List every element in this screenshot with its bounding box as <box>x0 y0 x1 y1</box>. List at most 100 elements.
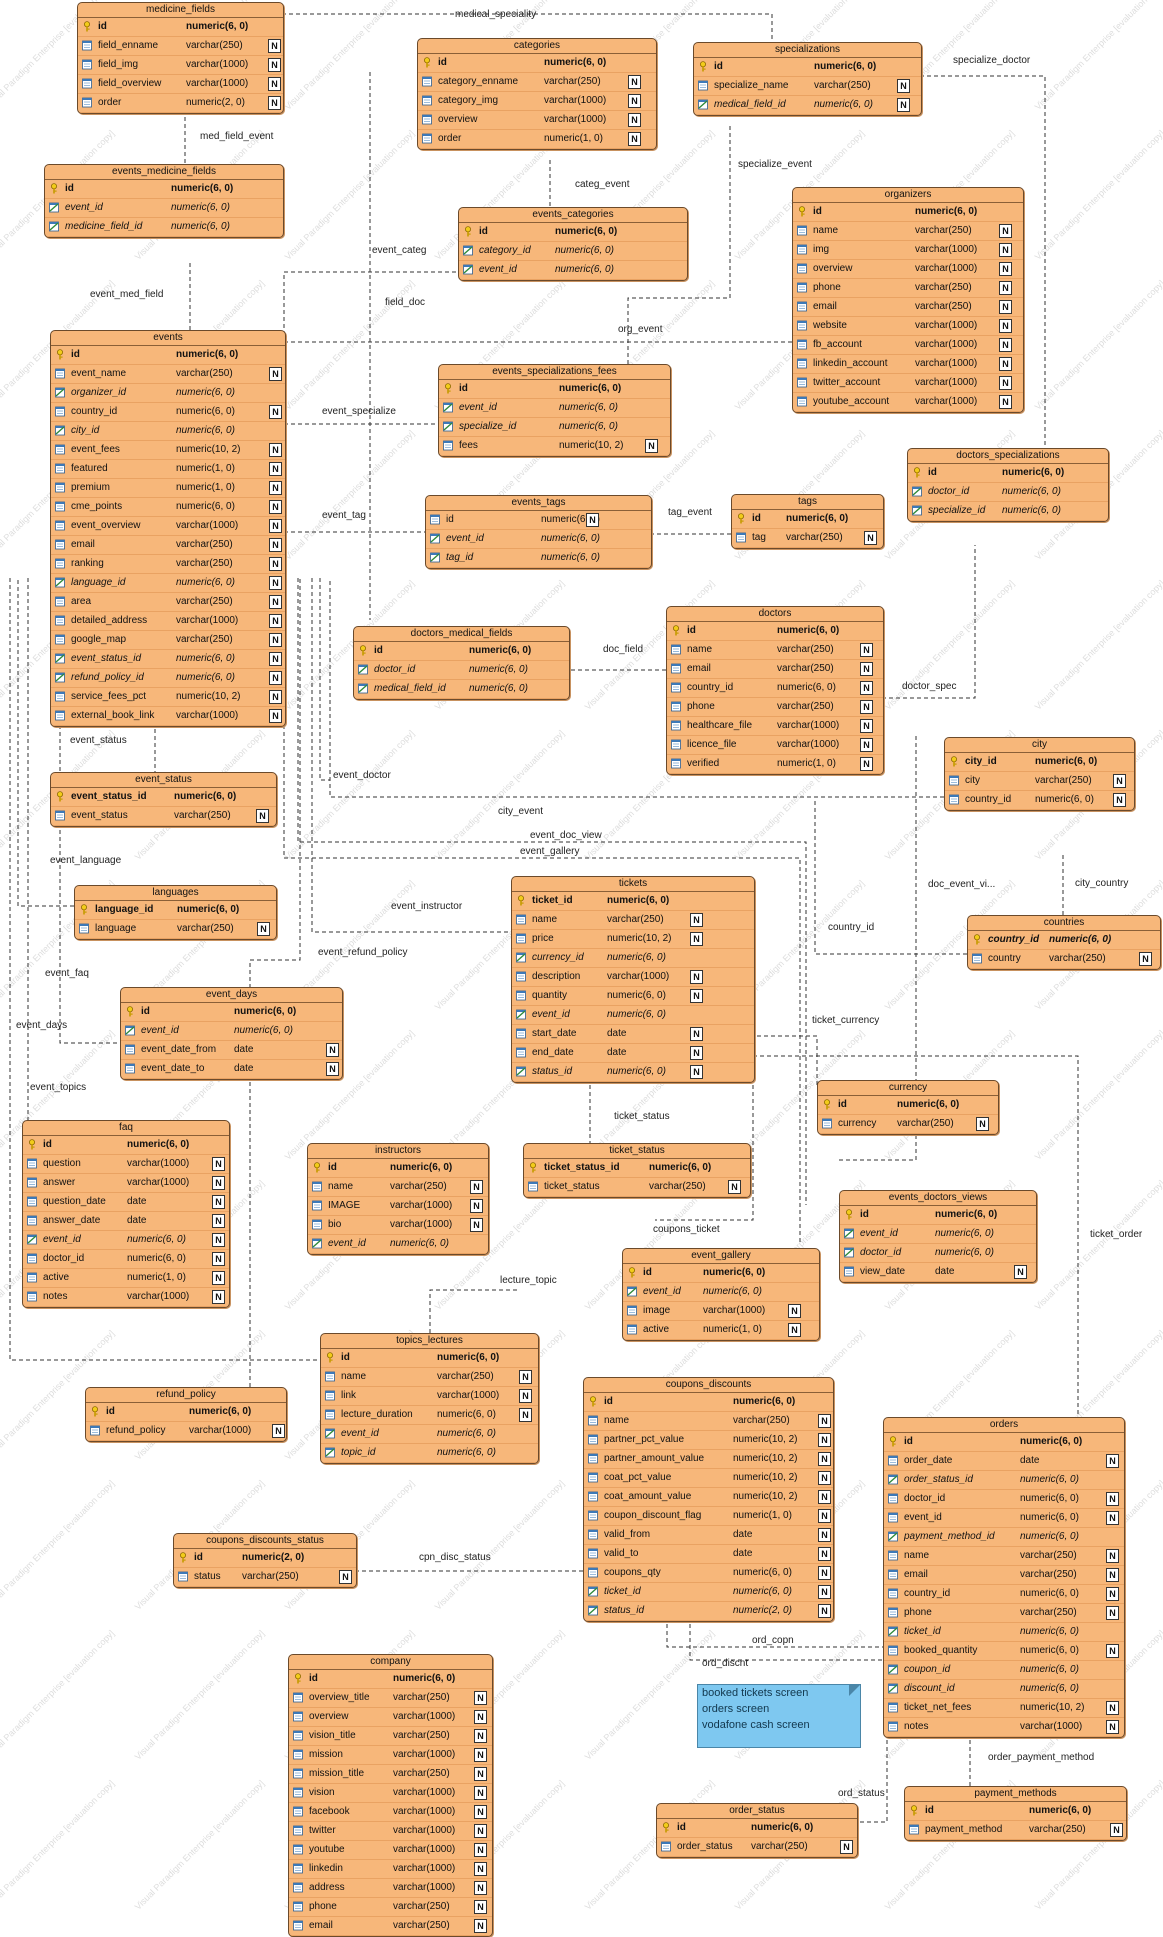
column-row[interactable]: event_idnumeric(6, 0) <box>623 1283 819 1302</box>
column-row[interactable]: idnumeric(6, 0) <box>667 622 883 641</box>
column-row[interactable]: idnumeric(6, 0) <box>732 510 883 529</box>
column-row[interactable]: youtubevarchar(1000)N <box>289 1841 492 1860</box>
column-row[interactable]: idnumeric(6, 0) <box>78 18 283 37</box>
column-row[interactable]: healthcare_filevarchar(1000)N <box>667 717 883 736</box>
column-row[interactable]: idnumeric(6, 0) <box>694 58 921 77</box>
column-row[interactable]: phonevarchar(250)N <box>667 698 883 717</box>
column-row[interactable]: ticket_status_idnumeric(6, 0) <box>524 1159 750 1178</box>
column-row[interactable]: topic_idnumeric(6, 0) <box>321 1444 538 1463</box>
entity-specializations[interactable]: specializationsidnumeric(6, 0)specialize… <box>693 42 922 116</box>
column-row[interactable]: premiumnumeric(1, 0)N <box>51 479 285 498</box>
column-row[interactable]: overviewvarchar(1000)N <box>289 1708 492 1727</box>
column-row[interactable]: idnumeric(6, 0) <box>623 1264 819 1283</box>
column-row[interactable]: order_datedateN <box>884 1452 1124 1471</box>
column-row[interactable]: coat_pct_valuenumeric(10, 2)N <box>584 1469 833 1488</box>
column-row[interactable]: field_ennamevarchar(250)N <box>78 37 283 56</box>
column-row[interactable]: idnumeric(6, 0) <box>45 180 283 199</box>
column-row[interactable]: country_idnumeric(6, 0) <box>968 931 1160 950</box>
column-row[interactable]: imgvarchar(1000)N <box>793 241 1023 260</box>
column-row[interactable]: event_idnumeric(6, 0) <box>840 1225 1036 1244</box>
column-row[interactable]: country_idnumeric(6, 0)N <box>51 403 285 422</box>
column-row[interactable]: facebookvarchar(1000)N <box>289 1803 492 1822</box>
entity-company[interactable]: companyidnumeric(6, 0)overview_titlevarc… <box>288 1654 493 1937</box>
column-row[interactable]: order_statusvarchar(250)N <box>657 1838 857 1857</box>
column-row[interactable]: event_overviewvarchar(1000)N <box>51 517 285 536</box>
column-row[interactable]: verifiednumeric(1, 0)N <box>667 755 883 774</box>
column-row[interactable]: event_idnumeric(6, 0) <box>439 399 670 418</box>
column-row[interactable]: ticket_net_feesnumeric(10, 2)N <box>884 1699 1124 1718</box>
column-row[interactable]: currency_idnumeric(6, 0) <box>512 949 754 968</box>
column-row[interactable]: notesvarchar(1000)N <box>884 1718 1124 1737</box>
column-row[interactable]: ticket_idnumeric(6, 0)N <box>584 1583 833 1602</box>
column-row[interactable]: addressvarchar(1000)N <box>289 1879 492 1898</box>
column-row[interactable]: valid_fromdateN <box>584 1526 833 1545</box>
column-row[interactable]: idnumeric(6, 0) <box>840 1206 1036 1225</box>
column-row[interactable]: namevarchar(250)N <box>584 1412 833 1431</box>
column-row[interactable]: ordernumeric(2, 0)N <box>78 94 283 113</box>
entity-doctors-medical-fields[interactable]: doctors_medical_fieldsidnumeric(6, 0)doc… <box>353 626 570 700</box>
column-row[interactable]: event_date_todateN <box>121 1060 342 1079</box>
column-row[interactable]: idnumeric(6, 0) <box>439 380 670 399</box>
column-row[interactable]: status_idnumeric(2, 0)N <box>584 1602 833 1621</box>
column-row[interactable]: medicine_field_idnumeric(6, 0) <box>45 218 283 237</box>
column-row[interactable]: payment_methodvarchar(250)N <box>905 1821 1126 1840</box>
column-row[interactable]: answervarchar(1000)N <box>23 1174 229 1193</box>
column-row[interactable]: linkedinvarchar(1000)N <box>289 1860 492 1879</box>
entity-events[interactable]: eventsidnumeric(6, 0)event_namevarchar(2… <box>50 330 286 727</box>
column-row[interactable]: idnumeric(6, 0) <box>884 1433 1124 1452</box>
column-row[interactable]: field_overviewvarchar(1000)N <box>78 75 283 94</box>
entity-refund-policy[interactable]: refund_policyidnumeric(6, 0)refund_polic… <box>85 1387 287 1442</box>
column-row[interactable]: event_idnumeric(6, 0) <box>459 261 687 280</box>
entity-event-gallery[interactable]: event_galleryidnumeric(6, 0)event_idnume… <box>622 1248 820 1341</box>
column-row[interactable]: discount_idnumeric(6, 0) <box>884 1680 1124 1699</box>
column-row[interactable]: idnumeric(6, 0) <box>908 464 1108 483</box>
entity-categories[interactable]: categoriesidnumeric(6, 0)category_enname… <box>417 38 657 150</box>
entity-payment-methods[interactable]: payment_methodsidnumeric(6, 0)payment_me… <box>904 1786 1127 1841</box>
column-row[interactable]: idnumeric(6, 0) <box>418 54 656 73</box>
column-row[interactable]: language_idnumeric(6, 0)N <box>51 574 285 593</box>
column-row[interactable]: vision_titlevarchar(250)N <box>289 1727 492 1746</box>
column-row[interactable]: phonevarchar(250)N <box>289 1898 492 1917</box>
entity-countries[interactable]: countriescountry_idnumeric(6, 0)countryv… <box>967 915 1161 970</box>
column-row[interactable]: event_idnumeric(6, 0) <box>308 1235 488 1254</box>
column-row[interactable]: tagvarchar(250)N <box>732 529 883 548</box>
column-row[interactable]: answer_datedateN <box>23 1212 229 1231</box>
column-row[interactable]: country_idnumeric(6, 0)N <box>884 1585 1124 1604</box>
column-row[interactable]: emailvarchar(250)N <box>289 1917 492 1936</box>
entity-medicine-fields[interactable]: medicine_fieldsidnumeric(6, 0)field_enna… <box>77 2 284 114</box>
entity-coupons-discounts[interactable]: coupons_discountsidnumeric(6, 0)namevarc… <box>583 1377 834 1622</box>
column-row[interactable]: idnumeric(2, 0) <box>174 1549 356 1568</box>
column-row[interactable]: coupons_qtynumeric(6, 0)N <box>584 1564 833 1583</box>
column-row[interactable]: cme_pointsnumeric(6, 0)N <box>51 498 285 517</box>
column-row[interactable]: cityvarchar(250)N <box>945 772 1134 791</box>
entity-events-medicine-fields[interactable]: events_medicine_fieldsidnumeric(6, 0)eve… <box>44 164 284 238</box>
column-row[interactable]: twitter_accountvarchar(1000)N <box>793 374 1023 393</box>
column-row[interactable]: city_idnumeric(6, 0) <box>51 422 285 441</box>
column-row[interactable]: ticket_idnumeric(6, 0) <box>884 1623 1124 1642</box>
column-row[interactable]: idnumeric(6, 0) <box>289 1670 492 1689</box>
column-row[interactable]: countryvarchar(250)N <box>968 950 1160 969</box>
entity-events-specializations-fees[interactable]: events_specializations_feesidnumeric(6, … <box>438 364 671 457</box>
column-row[interactable]: doctor_idnumeric(6, 0)N <box>884 1490 1124 1509</box>
column-row[interactable]: category_imgvarchar(1000)N <box>418 92 656 111</box>
entity-orders[interactable]: ordersidnumeric(6, 0)order_datedateNorde… <box>883 1417 1125 1738</box>
column-row[interactable]: coat_amount_valuenumeric(10, 2)N <box>584 1488 833 1507</box>
entity-tickets[interactable]: ticketsticket_idnumeric(6, 0)namevarchar… <box>511 876 755 1083</box>
column-row[interactable]: ticket_statusvarchar(250)N <box>524 1178 750 1197</box>
column-row[interactable]: event_idnumeric(6, 0)N <box>884 1509 1124 1528</box>
column-row[interactable]: currencyvarchar(250)N <box>818 1115 998 1134</box>
column-row[interactable]: imagevarchar(1000)N <box>623 1302 819 1321</box>
column-row[interactable]: youtube_accountvarchar(1000)N <box>793 393 1023 412</box>
column-row[interactable]: order_status_idnumeric(6, 0) <box>884 1471 1124 1490</box>
column-row[interactable]: external_book_linkvarchar(1000)N <box>51 707 285 726</box>
column-row[interactable]: missionvarchar(1000)N <box>289 1746 492 1765</box>
column-row[interactable]: view_datedateN <box>840 1263 1036 1282</box>
column-row[interactable]: namevarchar(250)N <box>793 222 1023 241</box>
column-row[interactable]: doctor_idnumeric(6, 0) <box>908 483 1108 502</box>
column-row[interactable]: idnumeric(6, 0) <box>86 1403 286 1422</box>
column-row[interactable]: idnumeric(6, 0) <box>51 346 285 365</box>
column-row[interactable]: organizer_idnumeric(6, 0) <box>51 384 285 403</box>
column-row[interactable]: idnumeric(6, 0) <box>308 1159 488 1178</box>
column-row[interactable]: activenumeric(1, 0)N <box>623 1321 819 1340</box>
column-row[interactable]: IMAGEvarchar(1000)N <box>308 1197 488 1216</box>
